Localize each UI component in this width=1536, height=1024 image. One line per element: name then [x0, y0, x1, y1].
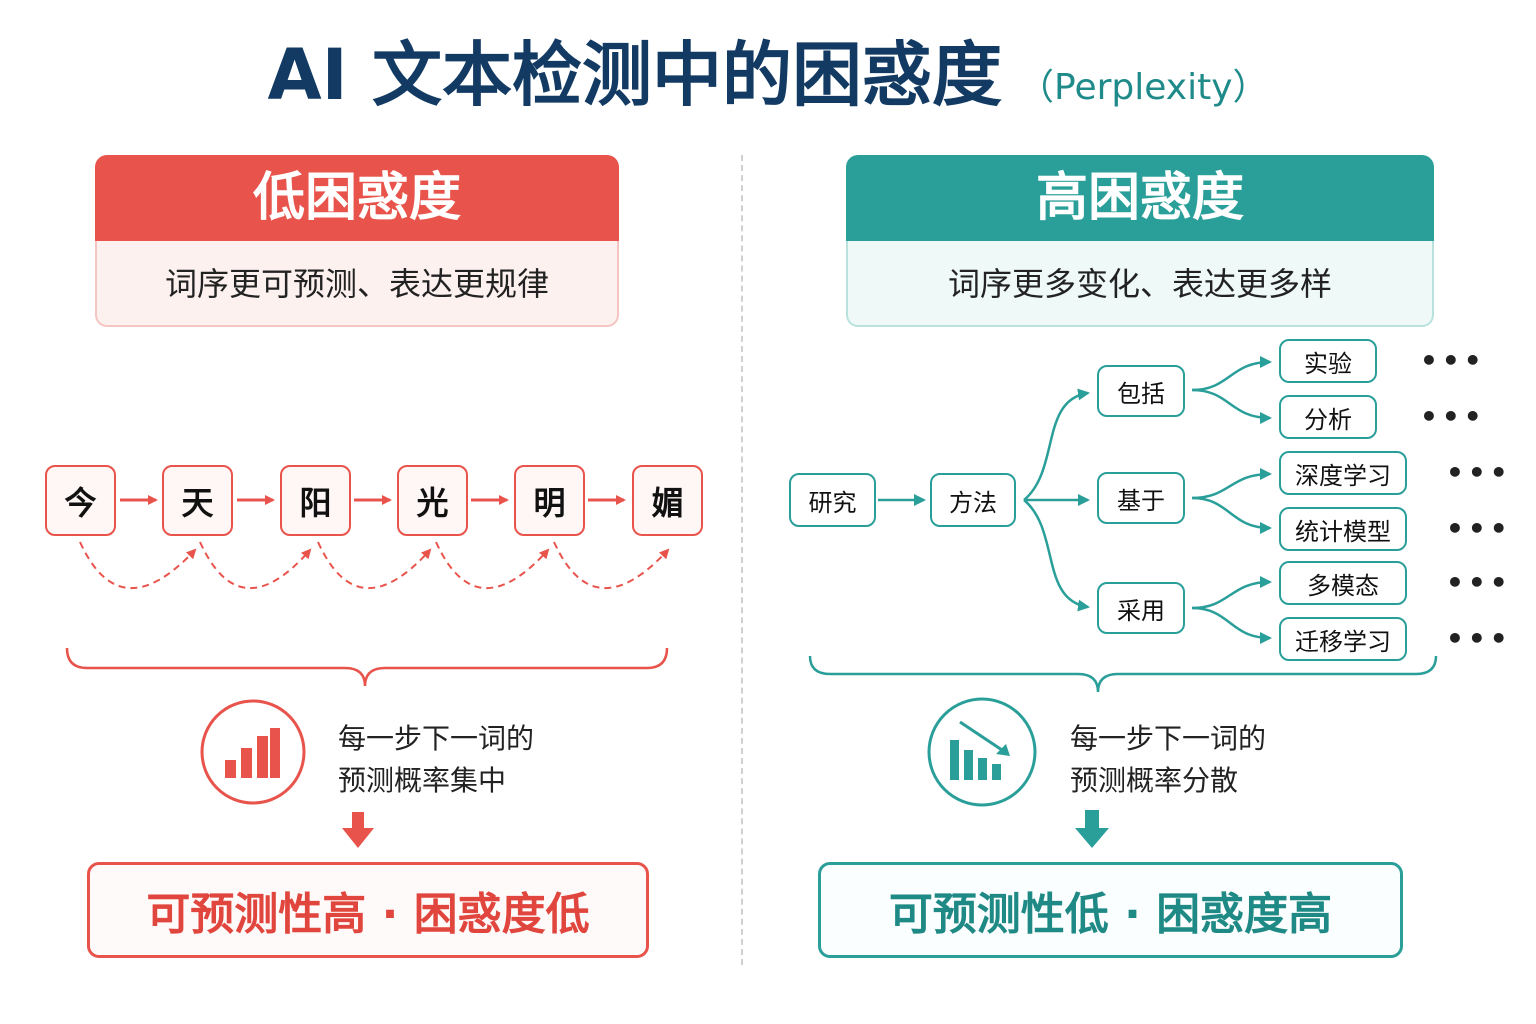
title-main: AI 文本检测中的困惑度 — [267, 34, 1003, 116]
low-perplexity-card: 低困惑度 词序更可预测、表达更规律 — [95, 155, 619, 327]
tree-arrow — [1191, 388, 1272, 424]
chain-word-2: 天 — [162, 465, 233, 536]
high-perplexity-card: 高困惑度 词序更多变化、表达更多样 — [846, 155, 1434, 327]
dashed-arc — [553, 541, 670, 589]
chain-word-5: 明 — [514, 465, 585, 536]
low-perplexity-header: 低困惑度 — [95, 155, 619, 241]
chain-dashed-arcs — [79, 541, 670, 589]
right-down-arrow — [1075, 810, 1109, 848]
tree-arrow — [1023, 499, 1090, 612]
tree-leaf-node: 分析 — [1279, 395, 1377, 439]
tree-arrow — [1191, 468, 1272, 500]
left-stat-line-1: 每一步下一词的 — [338, 722, 535, 755]
tree-arrow — [1023, 388, 1090, 501]
chain-word-1: 今 — [45, 465, 116, 536]
right-stat-line-2: 预测概率分散 — [1070, 764, 1239, 797]
tree-root-node: 研究 — [789, 473, 876, 527]
chain-word-4: 光 — [397, 465, 468, 536]
bar-chart-rising-icon — [200, 699, 306, 805]
right-stat-line-1: 每一步下一词的 — [1070, 722, 1267, 755]
left-brace — [65, 647, 669, 687]
tree-arrow — [1191, 606, 1272, 644]
dashed-arc — [79, 541, 197, 589]
tree-leaf-node: 统计模型 — [1279, 507, 1407, 551]
chain-word-6: 媚 — [632, 465, 703, 536]
right-stat-text: 每一步下一词的 预测概率分散 — [1070, 718, 1266, 802]
page-title: AI 文本检测中的困惑度 （Perplexity） — [0, 30, 1536, 133]
ellipsis-icon: ••• — [1446, 456, 1512, 489]
right-brace — [808, 655, 1438, 693]
tree-branch-node: 基于 — [1097, 472, 1185, 524]
chain-word-3: 阳 — [280, 465, 351, 536]
ellipsis-icon: ••• — [1420, 344, 1486, 377]
ellipsis-icon: ••• — [1420, 400, 1486, 433]
low-perplexity-result: 可预测性高 · 困惑度低 — [87, 862, 649, 958]
tree-arrow — [1191, 356, 1272, 392]
dashed-arc — [199, 541, 312, 589]
ellipsis-icon: ••• — [1446, 622, 1512, 655]
dashed-arc — [317, 541, 432, 589]
center-divider — [741, 155, 743, 965]
left-down-arrow — [342, 812, 374, 848]
dashed-arc — [435, 541, 550, 589]
ellipsis-icon: ••• — [1446, 566, 1512, 599]
high-perplexity-result: 可预测性低 · 困惑度高 — [818, 862, 1403, 958]
title-subtitle: （Perplexity） — [1018, 67, 1269, 108]
tree-arrow — [1191, 576, 1272, 610]
tree-branch-node: 包括 — [1097, 365, 1185, 417]
tree-leaf-node: 实验 — [1279, 339, 1377, 383]
tree-leaf-node: 多模态 — [1279, 561, 1407, 605]
tree-leaf-node: 迁移学习 — [1279, 617, 1407, 661]
high-perplexity-header: 高困惑度 — [846, 155, 1434, 241]
tree-arrow — [1191, 496, 1272, 534]
left-stat-line-2: 预测概率集中 — [338, 764, 507, 797]
high-perplexity-description: 词序更多变化、表达更多样 — [846, 241, 1434, 327]
tree-branch-node: 采用 — [1097, 582, 1185, 634]
low-perplexity-description: 词序更可预测、表达更规律 — [95, 241, 619, 327]
left-stat-text: 每一步下一词的 预测概率集中 — [338, 718, 534, 802]
tree-leaf-node: 深度学习 — [1279, 451, 1407, 495]
bar-chart-declining-icon — [927, 697, 1037, 807]
ellipsis-icon: ••• — [1446, 512, 1512, 545]
tree-second-node: 方法 — [930, 473, 1016, 527]
tree-connectors — [878, 356, 1272, 644]
